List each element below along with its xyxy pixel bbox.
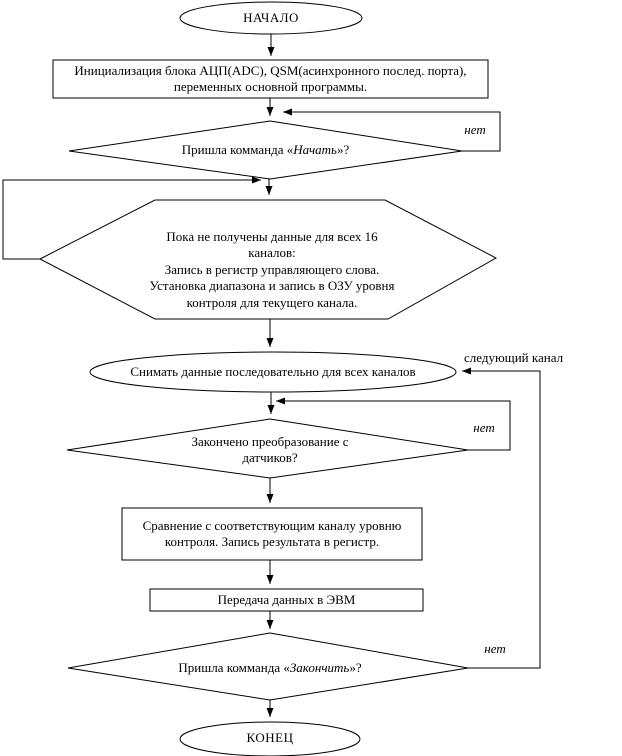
no-start-edge-label: нет — [464, 122, 486, 137]
no-conversion-edge-label: нет — [473, 420, 495, 435]
start-label: НАЧАЛО — [243, 10, 299, 25]
loop-prep-text: Пока не получены данные для всех 16 кана… — [149, 228, 395, 310]
init-process-shape — [52, 59, 489, 99]
end-label: КОНЕЦ — [246, 730, 294, 745]
acquire-shape — [89, 351, 457, 393]
check-finish-decision-text: Пришла комманда «Закончить»? — [70, 650, 470, 686]
loop-prep-hexagon-shape — [38, 199, 498, 320]
transmit-process-shape — [149, 588, 424, 612]
no-finish-edge-label: нет — [484, 641, 506, 656]
check-conversion-decision-text: Закончено преобразование с датчиков? — [191, 434, 349, 465]
check-start-decision-text: Пришла комманда «Начать»? — [69, 121, 462, 179]
acquire-text: Снимать данные последовательно для всех … — [130, 364, 416, 379]
check-finish-command: Закончить — [289, 660, 350, 675]
compare-process-text: Сравнение с соответствующим каналу уровн… — [142, 518, 402, 549]
edge-loop-prep-iteration-loopback — [2, 176, 261, 260]
next-channel-edge-label: следующий канал — [464, 350, 564, 365]
check-finish-decision-shape — [67, 632, 469, 701]
compare-process-shape — [121, 507, 423, 561]
check-start-suffix: »? — [336, 142, 350, 157]
edge-next-channel-loopback — [462, 367, 541, 669]
transmit-process-text: Передача данных в ЭВМ — [217, 592, 356, 607]
init-process-text: Инициализация блока АЦП(ADC), QSM(асинхр… — [74, 63, 467, 94]
start-terminator-shape — [179, 1, 363, 35]
check-finish-prefix: Пришла комманда « — [178, 660, 290, 675]
check-start-command: Начать — [293, 142, 337, 157]
check-start-decision-shape — [68, 120, 463, 180]
check-conversion-decision-shape — [66, 418, 469, 479]
check-finish-suffix: »? — [349, 660, 362, 675]
edge-no-start-loopback — [283, 108, 501, 152]
edge-no-conversion-loopback — [276, 397, 511, 451]
check-start-prefix: Пришла комманда « — [181, 142, 294, 157]
end-terminator-shape — [179, 721, 361, 756]
